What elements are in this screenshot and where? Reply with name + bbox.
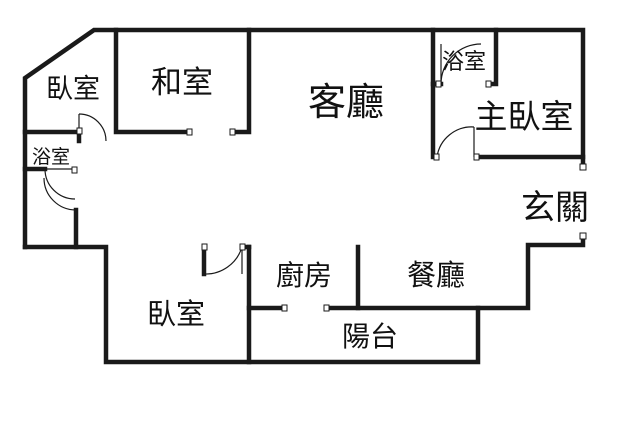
label-entrance: 玄關 [521, 188, 589, 228]
label-master-bedroom: 主臥室 [475, 97, 574, 136]
door-bath-master[interactable] [440, 43, 482, 85]
door-master-bedroom[interactable] [436, 126, 475, 158]
label-bath-west: 浴室 [32, 146, 70, 168]
label-kitchen: 廚房 [276, 259, 332, 292]
label-dining-room: 餐廳 [407, 258, 465, 292]
wall-posts [71, 80, 587, 312]
label-living-room: 客廳 [308, 80, 384, 124]
door-bath-west[interactable] [44, 168, 76, 200]
label-bedroom-nw: 臥室 [46, 74, 100, 105]
label-japanese-room: 和室 [151, 65, 213, 101]
label-balcony: 陽台 [342, 320, 398, 353]
interior-walls [22, 27, 586, 365]
door-bedroom-sw[interactable] [203, 246, 243, 275]
room-labels: 臥室 和室 客廳 浴室 主臥室 浴室 玄關 廚房 餐廳 臥室 陽台 [32, 50, 589, 353]
outer-walls [22, 27, 586, 365]
door-swings [43, 43, 482, 275]
label-bath-master: 浴室 [442, 50, 486, 75]
door-bedroom-nw[interactable] [78, 113, 107, 142]
label-bedroom-sw: 臥室 [147, 297, 205, 331]
door-bath-west-side[interactable] [43, 177, 77, 211]
